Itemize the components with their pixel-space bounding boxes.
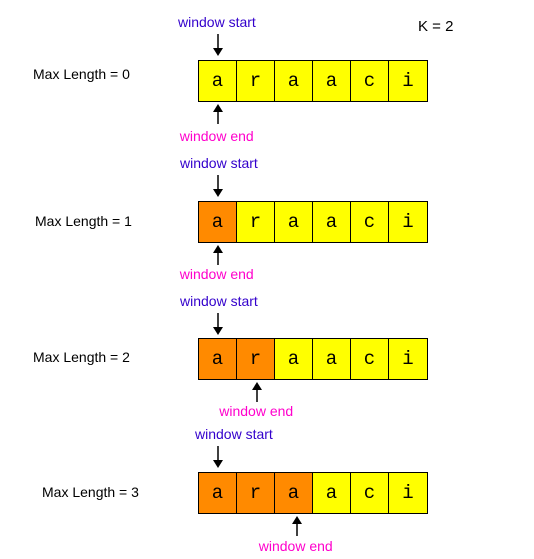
max-length-label: Max Length = 3 [42, 484, 139, 500]
window-end-label: window end [179, 128, 254, 144]
char-cell: a [199, 339, 237, 379]
window-end-arrow-icon [212, 104, 223, 124]
char-cell: a [199, 202, 237, 242]
char-cell: a [275, 202, 313, 242]
char-cell: a [199, 61, 237, 101]
window-start-arrow-icon [212, 175, 223, 197]
char-cell: a [313, 202, 351, 242]
char-cell: a [275, 473, 313, 513]
char-cell: i [389, 339, 427, 379]
char-cell: c [351, 61, 389, 101]
char-cell: c [351, 473, 389, 513]
window-start-label: window start [180, 293, 258, 309]
k-value-label: K = 2 [418, 18, 454, 35]
char-cell: r [237, 339, 275, 379]
window-start-label: window start [178, 14, 256, 30]
char-cell: a [275, 339, 313, 379]
window-end-label: window end [179, 266, 254, 282]
char-cell: i [389, 202, 427, 242]
max-length-label: Max Length = 2 [33, 349, 130, 365]
window-end-arrow-icon [291, 516, 302, 536]
char-cell: c [351, 339, 389, 379]
char-cell: a [275, 61, 313, 101]
window-start-arrow-icon [212, 313, 223, 335]
max-length-label: Max Length = 0 [33, 66, 130, 82]
window-start-arrow-icon [212, 34, 223, 56]
window-end-arrow-icon [252, 382, 263, 402]
char-cell: i [389, 473, 427, 513]
char-cell: i [389, 61, 427, 101]
window-end-label: window end [258, 538, 333, 554]
max-length-label: Max Length = 1 [35, 213, 132, 229]
char-cell: r [237, 473, 275, 513]
char-cell: a [313, 61, 351, 101]
window-start-label: window start [180, 155, 258, 171]
window-start-arrow-icon [212, 446, 223, 468]
char-cell: a [199, 473, 237, 513]
char-cell: a [313, 339, 351, 379]
char-cell: a [313, 473, 351, 513]
char-cell: c [351, 202, 389, 242]
window-start-label: window start [195, 426, 273, 442]
char-cell: r [237, 61, 275, 101]
window-end-arrow-icon [212, 245, 223, 265]
window-end-label: window end [219, 403, 294, 419]
char-cell: r [237, 202, 275, 242]
